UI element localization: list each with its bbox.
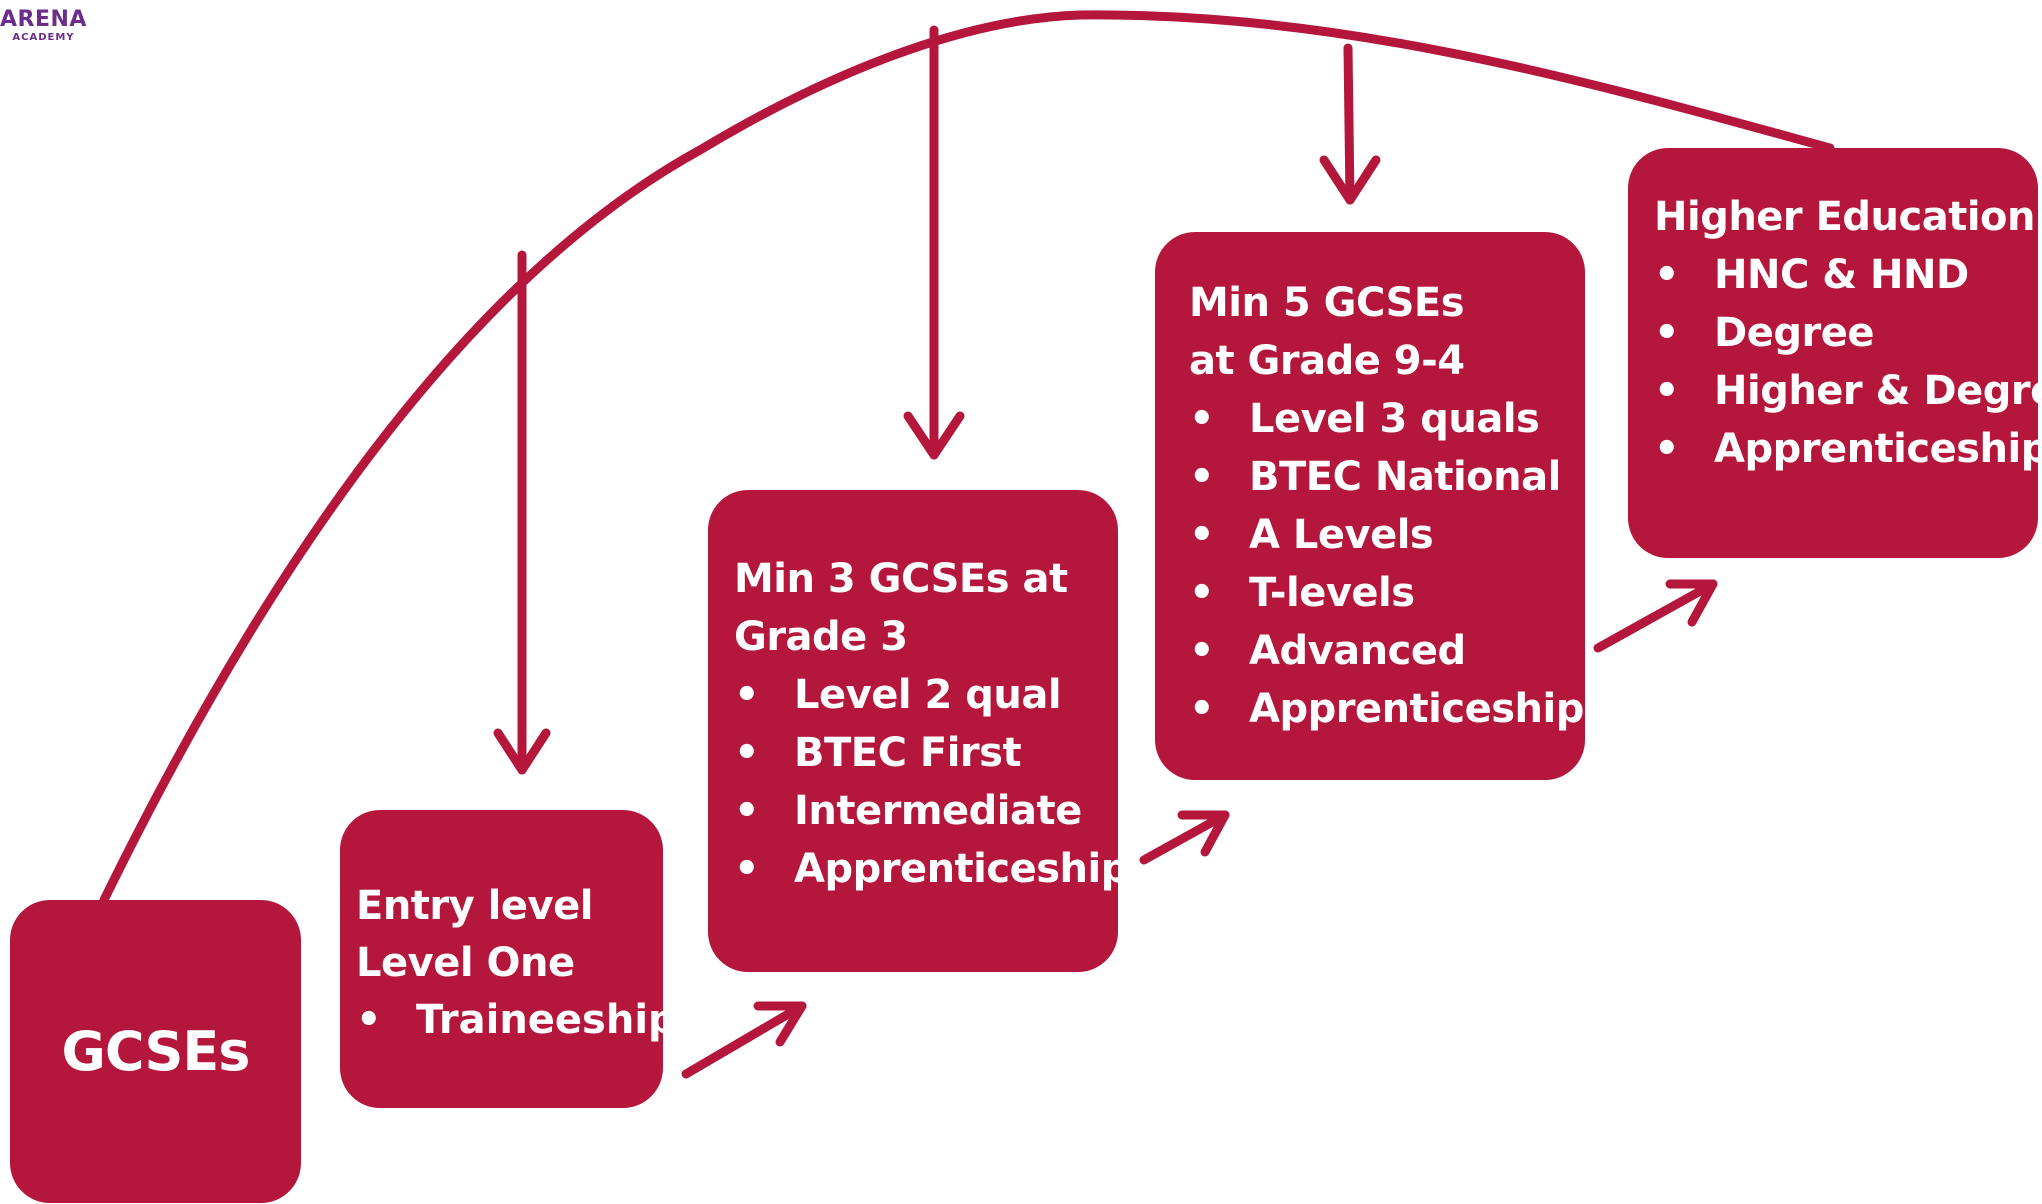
entry-level-title: Entry level Level One [356,883,593,986]
entry-level-box: Entry level Level One Traineeship [340,810,677,1108]
list-item: Level 2 qual [734,666,1118,724]
level-2-box: Min 3 GCSEs at Grade 3 Level 2 qual BTEC… [708,490,1129,972]
higher-education-box: Higher Education HNC & HND Degree Higher… [1628,148,2042,558]
list-item: BTEC First [734,724,1118,782]
entry-level-list: Traineeship [356,992,677,1049]
list-item: A Levels [1189,506,1585,564]
level-2-list: Level 2 qual BTEC First Intermediate App… [734,666,1129,898]
list-item: Apprenticeship [734,840,1129,898]
list-item: Apprenticeship [1189,680,1585,738]
list-item: Higher & Degree [1654,362,2042,420]
arena-academy-logo: ARENA ACADEMY [0,8,87,44]
gcses-box: GCSEs [10,900,301,1203]
list-item: T-levels [1189,564,1585,622]
list-item: Level 3 quals [1189,390,1585,448]
progression-curve [99,10,1835,905]
level-3-title: Min 5 GCSEs at Grade 9-4 [1189,280,1465,384]
down-arrow-level3 [1319,43,1381,205]
step-arrow-1 [681,1001,807,1079]
list-item: Intermediate [734,782,1118,840]
list-item: BTEC National [1189,448,1585,506]
level-2-title: Min 3 GCSEs at Grade 3 [734,556,1068,660]
list-item: Apprenticeship [1654,420,2042,478]
down-arrow-level2 [903,25,965,460]
list-item: Degree [1654,304,2038,362]
step-arrow-3 [1593,579,1718,653]
level-3-list: Level 3 quals BTEC National A Levels T-l… [1189,390,1585,738]
level-3-box: Min 5 GCSEs at Grade 9-4 Level 3 quals B… [1155,232,1585,780]
logo-sub: ACADEMY [12,32,75,43]
higher-education-title: Higher Education [1654,194,2036,240]
down-arrow-entry [493,250,551,775]
higher-education-list: HNC & HND Degree Higher & Degree Apprent… [1654,246,2042,478]
list-item: Advanced [1189,622,1585,680]
logo-name: ARENA [0,7,87,32]
step-arrow-2 [1139,810,1230,865]
list-item: HNC & HND [1654,246,2038,304]
list-item: Traineeship [356,992,677,1049]
gcses-title: GCSEs [61,1020,251,1083]
